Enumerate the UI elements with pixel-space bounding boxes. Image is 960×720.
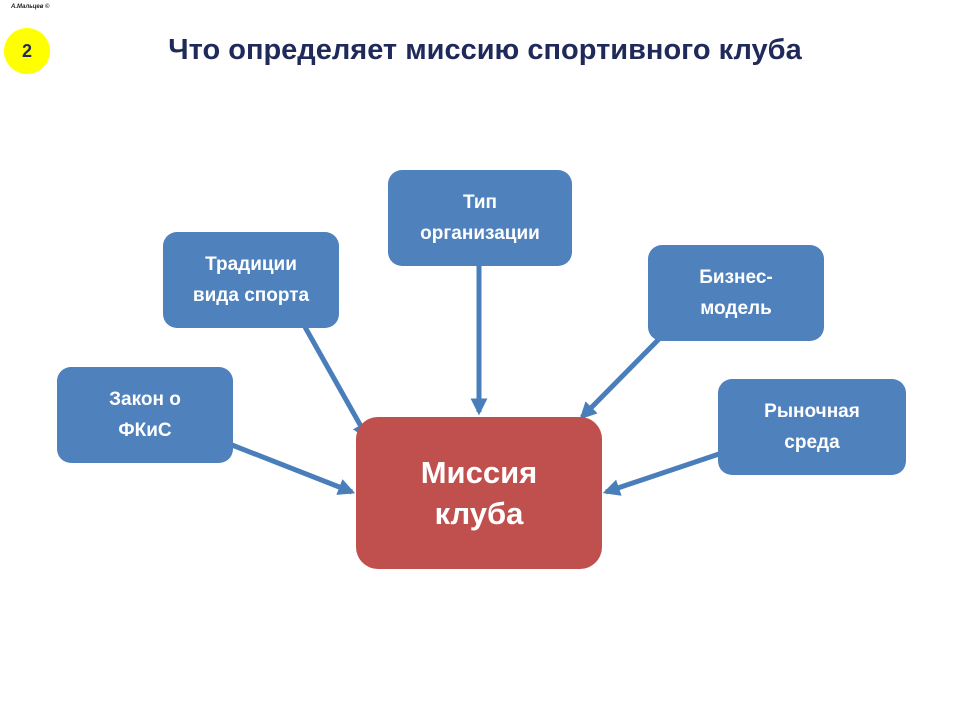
factor-market: Рыночная среда	[718, 379, 906, 475]
copyright-label: А.Мальцев ©	[11, 4, 50, 10]
factor-business-model: Бизнес- модель	[648, 245, 824, 341]
factor-traditions: Традиции вида спорта	[163, 232, 339, 328]
factor-market-line-2: среда	[784, 432, 840, 453]
mission-line-2: клуба	[434, 496, 524, 531]
factor-org-type-line-1: Тип	[462, 192, 498, 213]
slide-title: Что определяет миссию спортивного клуба	[168, 34, 802, 66]
factor-law-line-2: ФКиС	[118, 420, 172, 441]
arrow-law-to-mission	[231, 442, 356, 495]
arrow-traditions-to-mission	[302, 325, 370, 440]
factor-traditions-line-1: Традиции	[205, 254, 297, 275]
factor-law-line-1: Закон о	[109, 389, 181, 410]
factor-business-model-line-2: модель	[700, 298, 772, 319]
factor-org-type-line-2: организации	[420, 223, 540, 244]
factor-law: Закон о ФКиС	[57, 367, 233, 463]
factor-traditions-line-2: вида спорта	[192, 285, 310, 306]
factor-business-model-line-1: Бизнес-	[699, 267, 773, 288]
mission-line-1: Миссия	[420, 455, 538, 490]
arrow-market-to-mission	[602, 451, 720, 496]
arrow-business-model-to-mission	[579, 337, 661, 420]
factor-market-line-1: Рыночная	[764, 401, 860, 422]
mission-box: Миссия клуба	[356, 417, 602, 569]
factor-org-type: Тип организации	[388, 170, 572, 266]
slide-number-badge: 2	[4, 28, 50, 74]
